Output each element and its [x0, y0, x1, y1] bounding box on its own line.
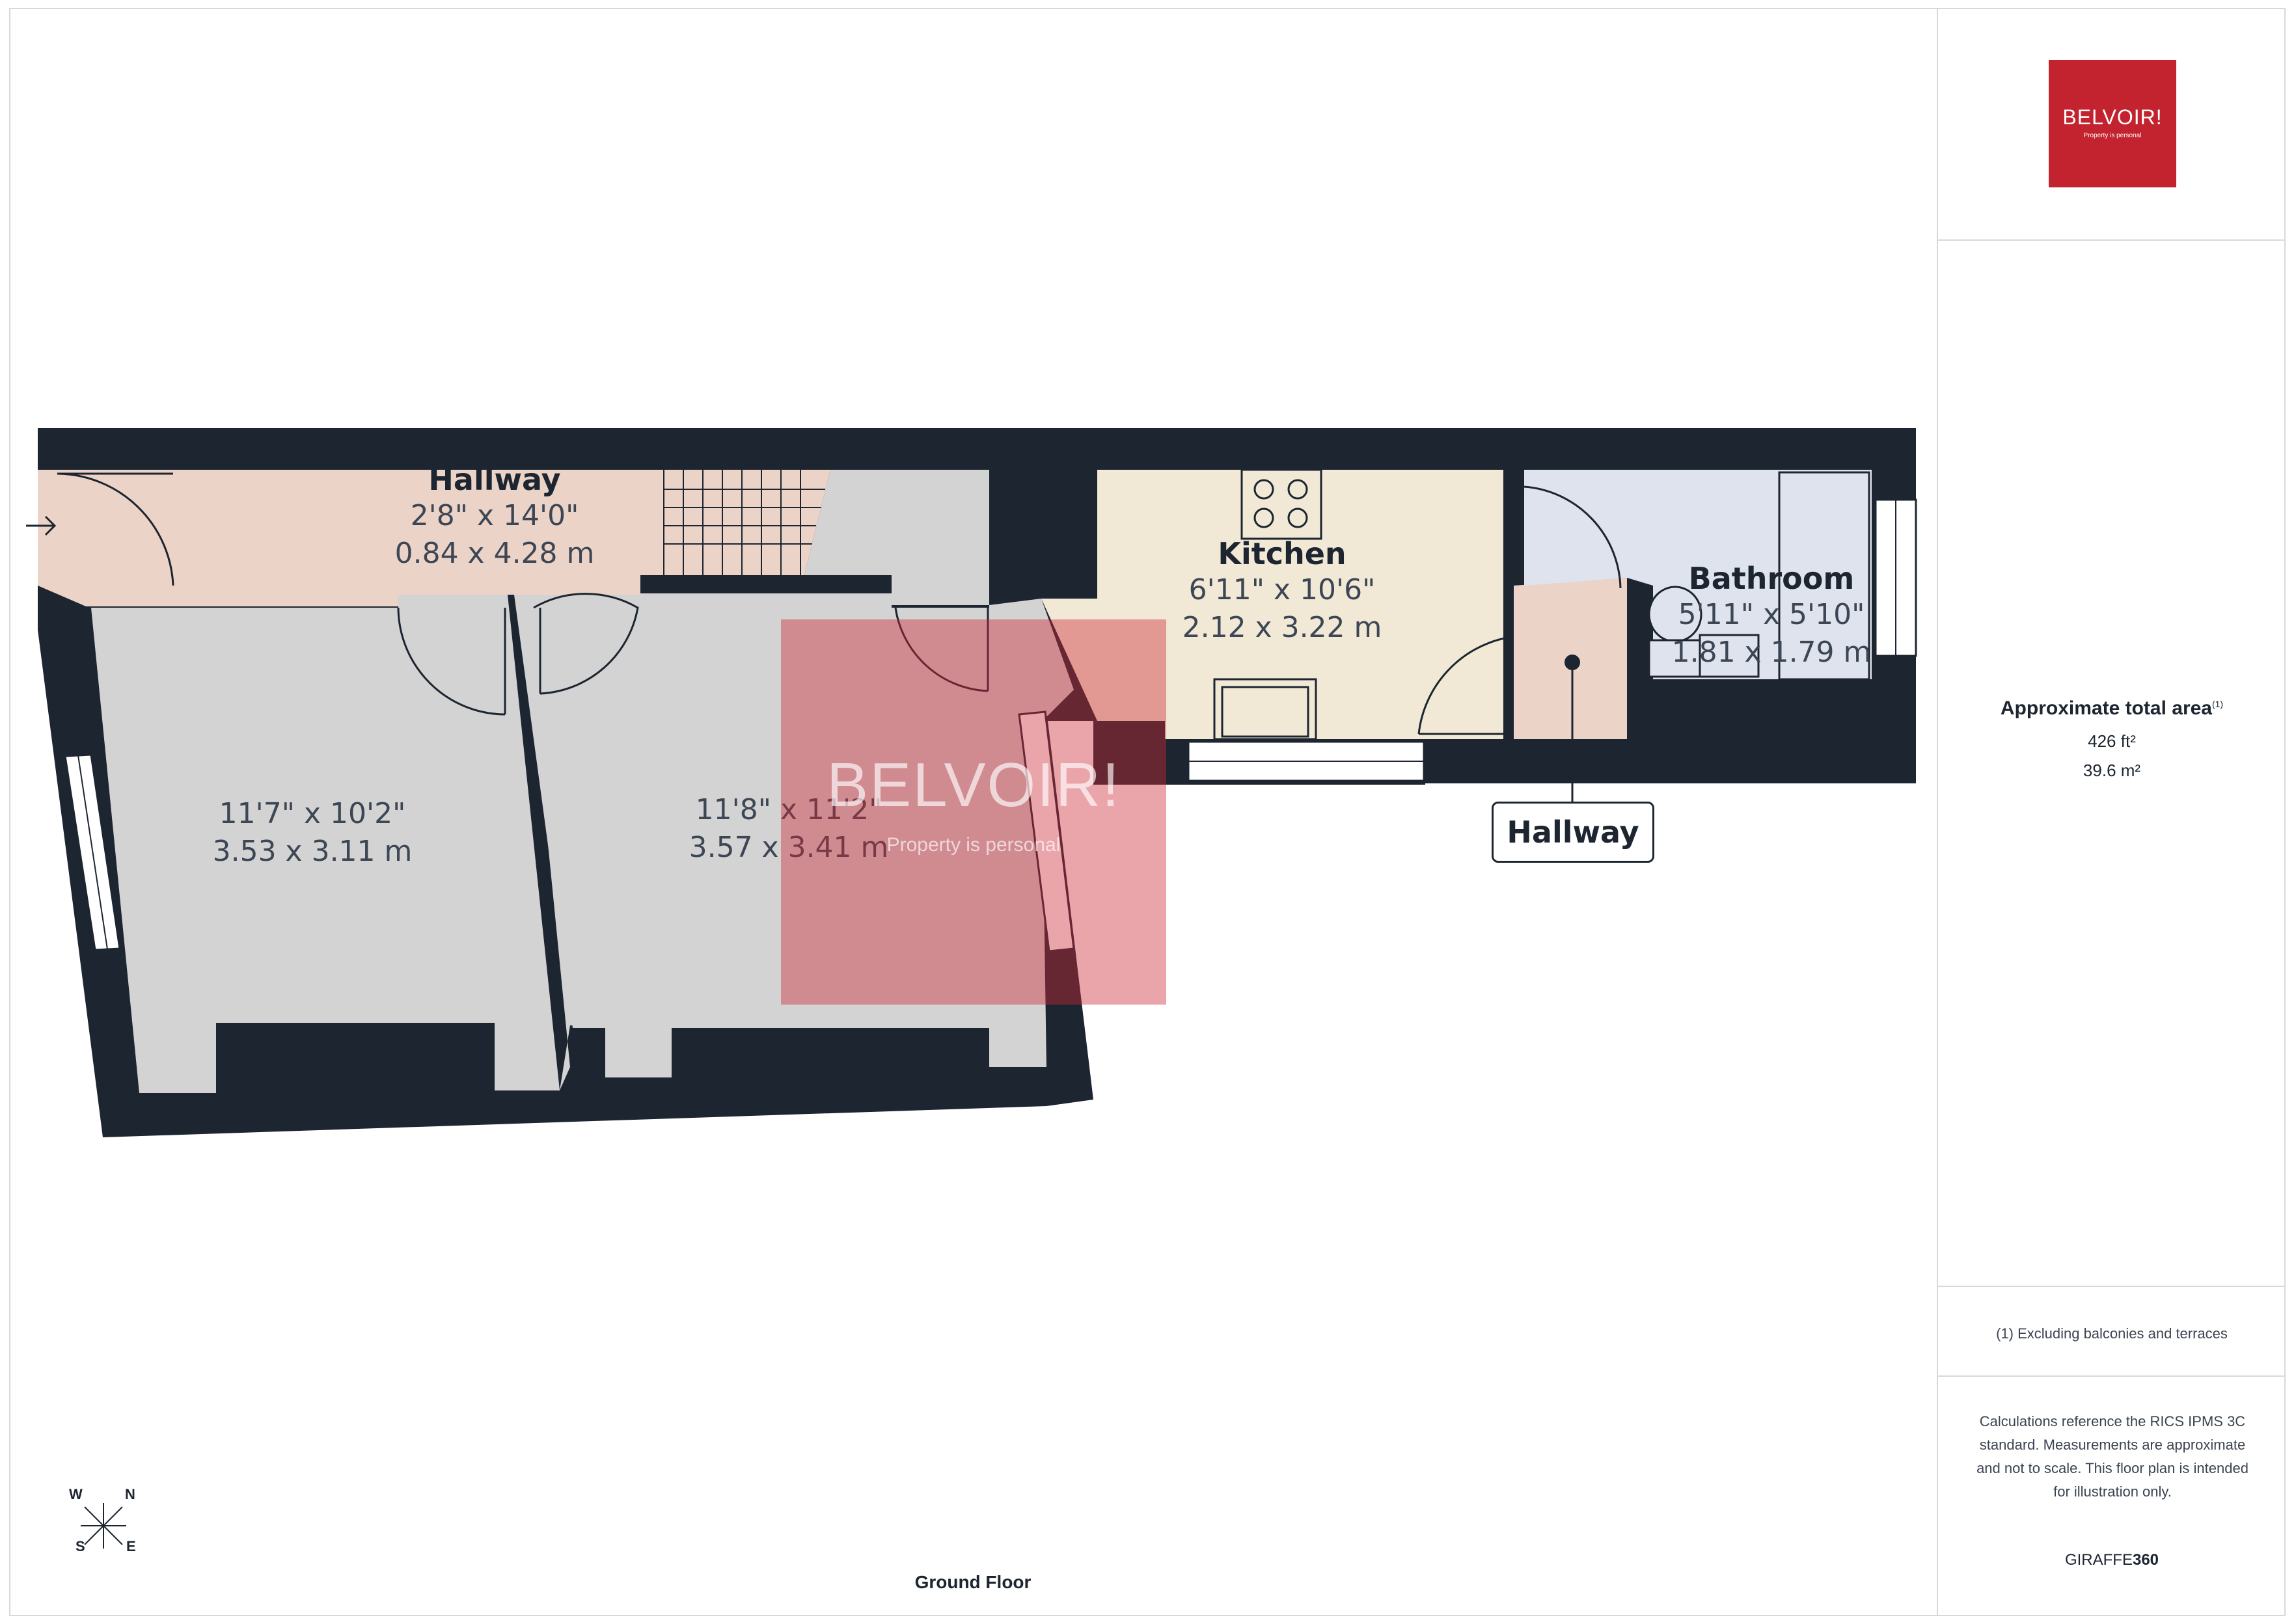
area-footnote-marker: (1)	[2211, 699, 2224, 709]
hallway-marker	[1565, 655, 1580, 802]
footnote: (1) Excluding balconies and terraces	[1996, 1325, 2228, 1342]
area-sqft: 426 ft²	[2088, 731, 2136, 751]
bathtub	[1778, 471, 1870, 681]
hallway-callout: Hallway	[1492, 802, 1654, 863]
sink	[1213, 678, 1317, 740]
window-lines	[77, 500, 1896, 950]
room-hallway-main	[38, 470, 663, 606]
watermark-tagline: Property is personal	[886, 834, 1061, 856]
compass-n: N	[125, 1486, 135, 1502]
total-area: Approximate total area(1) 426 ft² 39.6 m…	[1938, 697, 2286, 781]
label-room-left: 11'7" x 10'2" 3.53 x 3.11 m	[212, 797, 413, 868]
label-bathroom: Bathroom 5'11" x 5'10" 1.81 x 1.79 m	[1671, 561, 1872, 669]
compass-w: W	[69, 1486, 83, 1502]
compass: W N S E	[65, 1483, 156, 1568]
disclaimer: Calculations reference the RICS IPMS 3C …	[1976, 1413, 2248, 1500]
belvoir-logo: BELVOIR! Property is personal	[2049, 60, 2176, 187]
label-kitchen: Kitchen 6'11" x 10'6" 2.12 x 3.22 m	[1182, 536, 1382, 644]
sidebar-divider	[1938, 239, 2286, 241]
watermark: BELVOIR! Property is personal	[781, 619, 1166, 1005]
room-middle-body	[514, 595, 893, 1028]
info-sidebar: BELVOIR! Property is personal Approximat…	[1937, 8, 2286, 1616]
stairs-treads	[663, 470, 825, 575]
door-swings	[26, 472, 1622, 735]
compass-e: E	[126, 1538, 136, 1554]
stairs	[663, 470, 830, 575]
giraffe360-credit: GIRAFFE360	[2064, 1551, 2159, 1569]
room-kitchen	[1041, 470, 1503, 739]
label-room-middle: 11'8" x 11'2" 3.57 x 3.41 m	[689, 793, 889, 864]
area-sqm: 39.6 m²	[2083, 761, 2141, 780]
under-stairs	[804, 470, 989, 605]
room-left	[91, 595, 560, 1093]
basin	[1699, 634, 1760, 678]
page-frame	[9, 8, 2286, 1616]
watermark-name: BELVOIR!	[827, 750, 1121, 820]
label-hallway-main: Hallway 2'8" x 14'0" 0.84 x 4.28 m	[394, 462, 595, 570]
compass-s: S	[75, 1538, 85, 1554]
sidebar-divider	[1938, 1286, 2286, 1287]
sidebar-divider	[1938, 1375, 2286, 1377]
hob	[1240, 468, 1322, 540]
compass-rose	[81, 1503, 126, 1549]
area-title: Approximate total area	[2000, 697, 2212, 719]
floor-label: Ground Floor	[914, 1572, 1032, 1592]
toilet	[1648, 586, 1702, 678]
